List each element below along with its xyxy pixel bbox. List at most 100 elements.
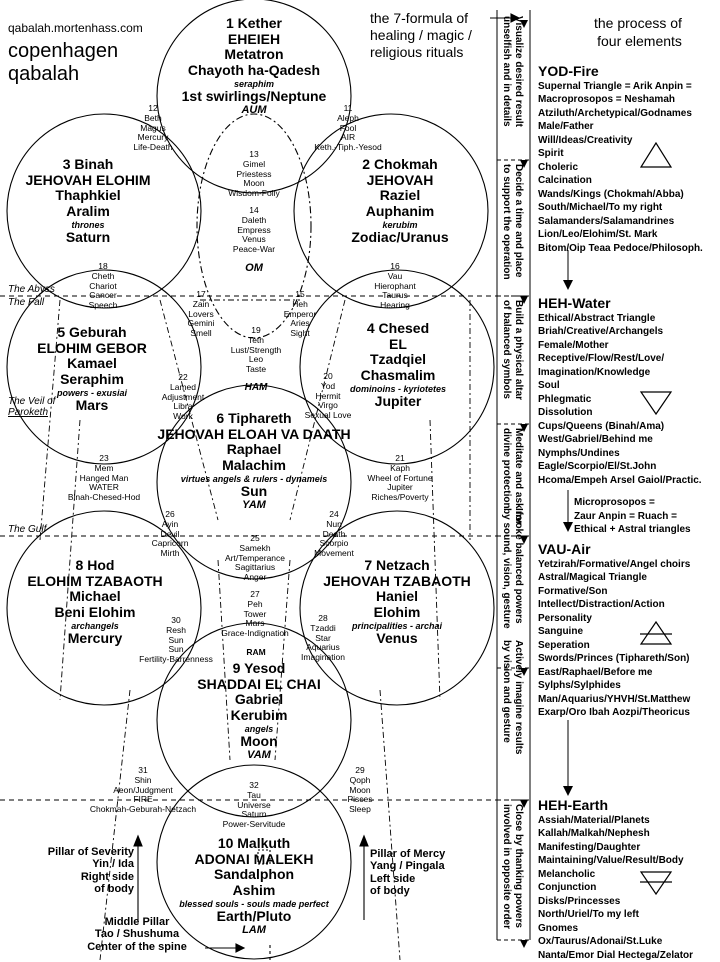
yod-item: South/Michael/To my right <box>538 202 663 214</box>
heh-item: Imagination/Knowledge <box>538 366 651 378</box>
daath-ellipse <box>196 113 312 339</box>
heh-item: Nymphs/Undines <box>538 447 620 459</box>
yod-item: Lion/Leo/Elohim/St. Mark <box>538 229 658 241</box>
yod-item: Atziluth/Archetypical/Godnames <box>538 107 692 119</box>
fire-triangle-icon <box>639 141 673 168</box>
site-url: qabalah.mortenhass.com <box>8 21 143 35</box>
heh-item: Eagle/Scorpio/El/St.John <box>538 461 657 473</box>
vau-item: Swords/Princes (Tiphareth/Son) <box>538 653 690 665</box>
chokmah-circle <box>293 113 489 309</box>
fall-label: The Fall <box>8 297 45 308</box>
earth-item: Maintaining/Value/Result/Body <box>538 855 684 867</box>
yod-item: Calcination <box>538 175 592 187</box>
vau-item: Man/Aquarius/YHVH/St.Matthew <box>538 693 691 705</box>
earth-triangle-icon <box>639 871 673 896</box>
yod-item: Will/Ideas/Creativity <box>538 134 633 146</box>
earth-item: Nanta/Emor Dial Hectega/Zelator <box>538 949 694 961</box>
binah-circle <box>6 113 202 309</box>
earth-item: Assiah/Material/Planets <box>538 814 650 826</box>
veil-label: The Veil of Paroketh <box>8 396 56 418</box>
earth-item: Disks/Princesses <box>538 895 621 907</box>
yod-item: Choleric <box>538 161 579 173</box>
geburah-circle <box>6 269 202 465</box>
yod-item: Macroprosopos = Neshamah <box>538 94 675 106</box>
malkuth-circle <box>156 764 352 960</box>
water-triangle-icon <box>639 391 673 416</box>
sephira-netzach: 7 Netzach JEHOVAH TZABAOTH Haniel Elohim… <box>323 557 471 646</box>
yod-item: Salamanders/Salamandrines <box>538 215 675 227</box>
element-yod-fire: YOD-Fire Supernal Triangle = Arik Anpin … <box>538 63 703 256</box>
heh-item: Briah/Creative/Archangels <box>538 326 664 338</box>
pillar-mercy: Pillar of Mercy Yang / Pingala Left side… <box>370 848 446 897</box>
sephira-malkuth: 10 Malkuth ADONAI MALEKH Sandalphon Ashi… <box>179 835 329 937</box>
earth-item: Conjunction <box>538 882 597 894</box>
netzach-circle <box>299 510 495 706</box>
yod-item: Bitom/Oip Teaa Pedoce/Philosoph. <box>538 242 703 254</box>
sephira-chesed: 4 Chesed EL Tzadqiel Chasmalim dominoins… <box>349 320 447 409</box>
pillar-severity: Pillar of Severity Yin / Ida Right side … <box>47 846 134 895</box>
vau-item: Personality <box>538 612 592 624</box>
yod-items: Supernal Triangle = Arik Anpin = Macropro… <box>538 80 703 256</box>
vau-item: Exarp/Oro Ibah Aozpi/Theoricus <box>538 707 690 719</box>
abyss-label: The Abyss <box>8 284 55 295</box>
yod-item: Male/Father <box>538 121 594 133</box>
earth-item: Melancholic <box>538 868 596 880</box>
sephira-binah: 3 Binah JEHOVAH ELOHIM Thaphkiel Aralim … <box>25 156 151 245</box>
vau-item: Yetzirah/Formative/Angel choirs <box>538 558 691 570</box>
yod-item: Supernal Triangle = Arik Anpin = <box>538 80 692 92</box>
air-triangle-icon <box>639 620 673 645</box>
sephira-yesod: 9 Yesod SHADDAI EL CHAI Gabriel Kerubim … <box>197 660 321 762</box>
vau-item: East/Raphael/Before me <box>538 666 653 678</box>
earth-item: Ox/Taurus/Adonai/St.Luke <box>538 936 663 948</box>
heh-item: Cups/Queens (Binah/Ama) <box>538 420 665 432</box>
microprosopos-note: Microprosopos = Zaur Anpin = Ruach = Eth… <box>574 497 691 535</box>
page-title: copenhagen qabalah <box>8 40 119 85</box>
heh-item: Hcoma/Empeh Arsel Gaiol/Practic. <box>538 474 702 486</box>
heh-item: West/Gabriel/Behind me <box>538 434 653 446</box>
sephira-tiphareth: 6 Tiphareth JEHOVAH ELOAH VA DAATH Rapha… <box>157 410 351 512</box>
sephira-hod: 8 Hod ELOHIM TZABAOTH Michael Beni Elohi… <box>27 557 163 646</box>
sephira-kether: 1 Kether EHEIEH Metatron Chayoth ha-Qade… <box>181 15 327 117</box>
hod-circle <box>6 510 202 706</box>
daath-sound: OM <box>245 262 263 274</box>
yesod-ram: RAM <box>246 647 266 657</box>
process-note: the process of four elements <box>594 15 682 49</box>
vau-item: Seperation <box>538 639 590 651</box>
vau-item: Astral/Magical Triangle <box>538 572 647 584</box>
pillar-middle: Middle Pillar Tao / Shushuma Center of t… <box>87 916 187 953</box>
lightning-path <box>39 299 471 960</box>
vau-item: Sylphs/Sylphides <box>538 680 621 692</box>
heh-item: Soul <box>538 380 560 392</box>
kether-circle <box>156 0 352 194</box>
